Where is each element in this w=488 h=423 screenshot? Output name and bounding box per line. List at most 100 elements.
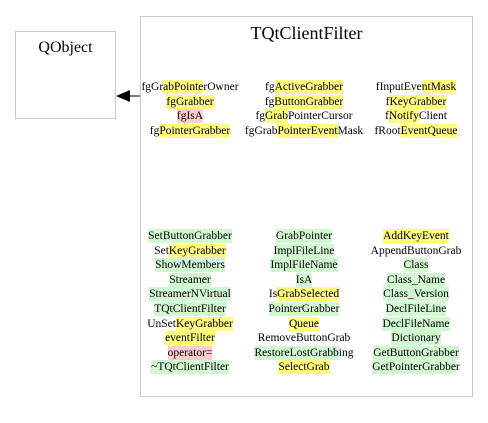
method-highlight — [386, 272, 446, 287]
method-label: Streamer — [169, 273, 211, 286]
method-item[interactable]: GetButtonGrabber — [373, 345, 459, 360]
attribute-item[interactable]: fInputEventMask — [376, 80, 456, 94]
qobject-box[interactable]: QObject — [15, 31, 116, 119]
method-item[interactable]: PointerGrabber — [268, 302, 340, 316]
method-item[interactable]: StreamerNVirtual — [149, 287, 231, 302]
attribute-label: fgActiveGrabber — [265, 81, 343, 93]
method-highlight — [295, 272, 313, 287]
method-label: operator= — [167, 346, 213, 359]
attribute-highlight — [265, 109, 289, 124]
method-label: ImplFileName — [270, 259, 338, 272]
attribute-item[interactable]: fKeyGrabber — [385, 94, 447, 109]
attribute-highlight — [389, 94, 447, 109]
method-item[interactable]: DeclFileLine — [385, 302, 447, 316]
method-highlight — [149, 287, 231, 302]
method-label: DeclFileLine — [385, 303, 447, 315]
method-item[interactable]: DeclFileName — [382, 316, 450, 331]
method-item[interactable]: Class_Name — [386, 272, 446, 287]
method-label: AddKeyEvent — [383, 230, 449, 242]
attribute-label: fgGrabPointerEventMask — [244, 124, 364, 137]
attribute-label: fgGrabber — [166, 95, 214, 108]
method-label: Dictionary — [391, 332, 441, 345]
attribute-highlight — [159, 123, 231, 138]
method-item[interactable]: UnSetKeyGrabber — [147, 316, 233, 331]
method-item[interactable]: AddKeyEvent — [383, 229, 449, 243]
method-label: StreamerNVirtual — [149, 288, 231, 301]
method-highlight — [373, 345, 459, 360]
attribute-item[interactable]: fgGrabPointerCursor — [255, 109, 353, 124]
attribute-highlight — [400, 123, 458, 138]
method-label: GetPointerGrabber — [372, 361, 460, 374]
method-highlight — [167, 345, 213, 360]
method-highlight — [169, 272, 211, 287]
attribute-item[interactable]: fgGrabPointerEventMask — [244, 123, 364, 138]
method-item[interactable]: SetButtonGrabber — [148, 229, 232, 243]
method-item[interactable]: ImplFileName — [270, 258, 338, 273]
method-highlight — [275, 229, 333, 243]
attribute-item[interactable]: fgGrabPointerOwner — [141, 80, 239, 94]
attribute-item[interactable]: fgPointerGrabber — [150, 123, 231, 138]
method-highlight — [148, 229, 232, 243]
method-label: Class_Name — [386, 273, 446, 286]
method-item[interactable]: Dictionary — [391, 331, 441, 346]
method-highlight — [278, 360, 330, 375]
method-item[interactable]: Class — [403, 258, 429, 273]
attribute-item[interactable]: fNotifyClient — [385, 109, 447, 124]
method-item[interactable]: operator= — [167, 345, 213, 360]
method-highlight — [391, 331, 441, 346]
method-item[interactable]: RemoveButtonGrab — [258, 331, 351, 345]
method-item[interactable]: Class_Version — [383, 287, 449, 302]
attribute-label: fgIsA — [176, 110, 204, 123]
method-item[interactable]: GrabPointer — [275, 229, 333, 243]
method-item[interactable]: IsA — [295, 272, 313, 287]
method-label: ImplFileLine — [273, 244, 335, 257]
method-label: AppendButtonGrab — [370, 244, 462, 257]
attribute-item[interactable]: fRootEventQueue — [374, 123, 458, 138]
method-item[interactable]: Queue — [288, 316, 319, 331]
method-item[interactable]: SelectGrab — [278, 360, 330, 375]
attribute-label: fgGrabPointerOwner — [141, 81, 239, 93]
method-label: RestoreLostGrabbing — [254, 346, 354, 359]
method-item[interactable]: ImplFileLine — [273, 243, 335, 258]
method-highlight — [288, 316, 319, 331]
arrow-head — [116, 90, 130, 102]
method-item[interactable]: RestoreLostGrabbing — [254, 345, 354, 360]
method-item[interactable]: AppendButtonGrab — [371, 244, 462, 258]
method-item[interactable]: eventFilter — [165, 331, 215, 346]
method-item[interactable]: IsGrabSelected — [268, 287, 340, 302]
attribute-highlight — [421, 80, 457, 94]
method-item[interactable]: Streamer — [169, 272, 211, 287]
method-label: GetButtonGrabber — [373, 346, 459, 359]
attribute-item[interactable]: fgActiveGrabber — [265, 80, 343, 94]
method-label: eventFilter — [165, 332, 215, 345]
attribute-item[interactable]: fgButtonGrabber — [264, 94, 344, 109]
method-highlight — [372, 360, 456, 375]
method-highlight — [151, 360, 229, 375]
method-item[interactable]: ~TQtClientFilter — [151, 360, 229, 375]
method-item[interactable]: GetPointerGrabber — [372, 360, 460, 375]
method-item[interactable]: SetKeyGrabber — [154, 243, 226, 258]
attribute-label: fgButtonGrabber — [264, 95, 344, 108]
attribute-highlight — [274, 80, 343, 94]
method-item[interactable]: ShowMembers — [155, 258, 225, 273]
attribute-item[interactable]: fgIsA — [176, 109, 204, 124]
method-highlight — [270, 258, 338, 273]
method-highlight — [254, 345, 339, 360]
attribute-label: fKeyGrabber — [385, 95, 447, 108]
method-label: ShowMembers — [155, 259, 225, 272]
method-label: ~TQtClientFilter — [151, 361, 229, 374]
attribute-label: fRootEventQueue — [374, 124, 458, 137]
method-highlight — [154, 302, 226, 316]
method-label: IsGrabSelected — [268, 288, 340, 301]
method-label: RemoveButtonGrab — [257, 332, 351, 345]
attribute-highlight — [166, 94, 214, 109]
attribute-item[interactable]: fgGrabber — [166, 94, 214, 109]
method-highlight — [403, 258, 429, 273]
method-highlight — [168, 243, 226, 258]
method-highlight — [268, 302, 340, 316]
method-highlight — [385, 302, 447, 316]
method-item[interactable]: TQtClientFilter — [154, 302, 226, 316]
attribute-highlight — [163, 80, 204, 94]
